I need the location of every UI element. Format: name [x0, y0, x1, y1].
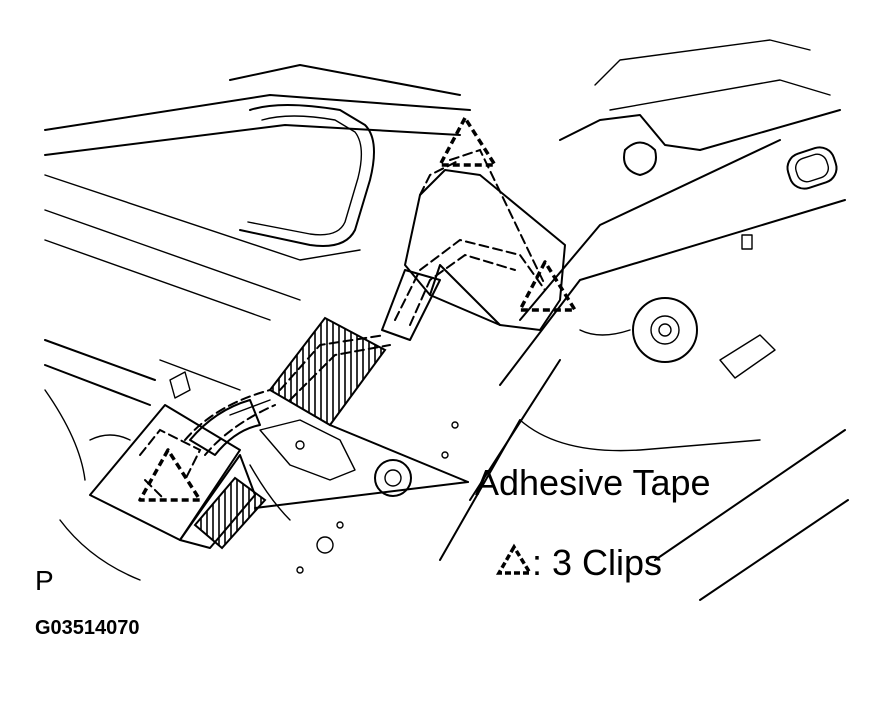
clip-lower-icon	[138, 448, 202, 502]
adhesive-tape-label: Adhesive Tape	[475, 462, 711, 503]
clip-markers	[138, 116, 577, 502]
view-letter: P	[35, 565, 54, 596]
body-panel-lines	[44, 39, 849, 601]
adhesive-tape-center	[268, 316, 387, 427]
leader-lines	[254, 424, 469, 509]
wire-harness	[89, 148, 566, 550]
clips-legend-text: : 3 Clips	[532, 542, 662, 583]
legend-clips: : 3 Clips	[495, 542, 662, 583]
figure-code: G03514070	[35, 617, 140, 639]
clip-upper-icon	[438, 116, 497, 167]
adhesive-tape-lower	[193, 476, 267, 550]
clip-right-icon	[518, 260, 577, 312]
dashed-triangle-icon	[495, 543, 534, 575]
